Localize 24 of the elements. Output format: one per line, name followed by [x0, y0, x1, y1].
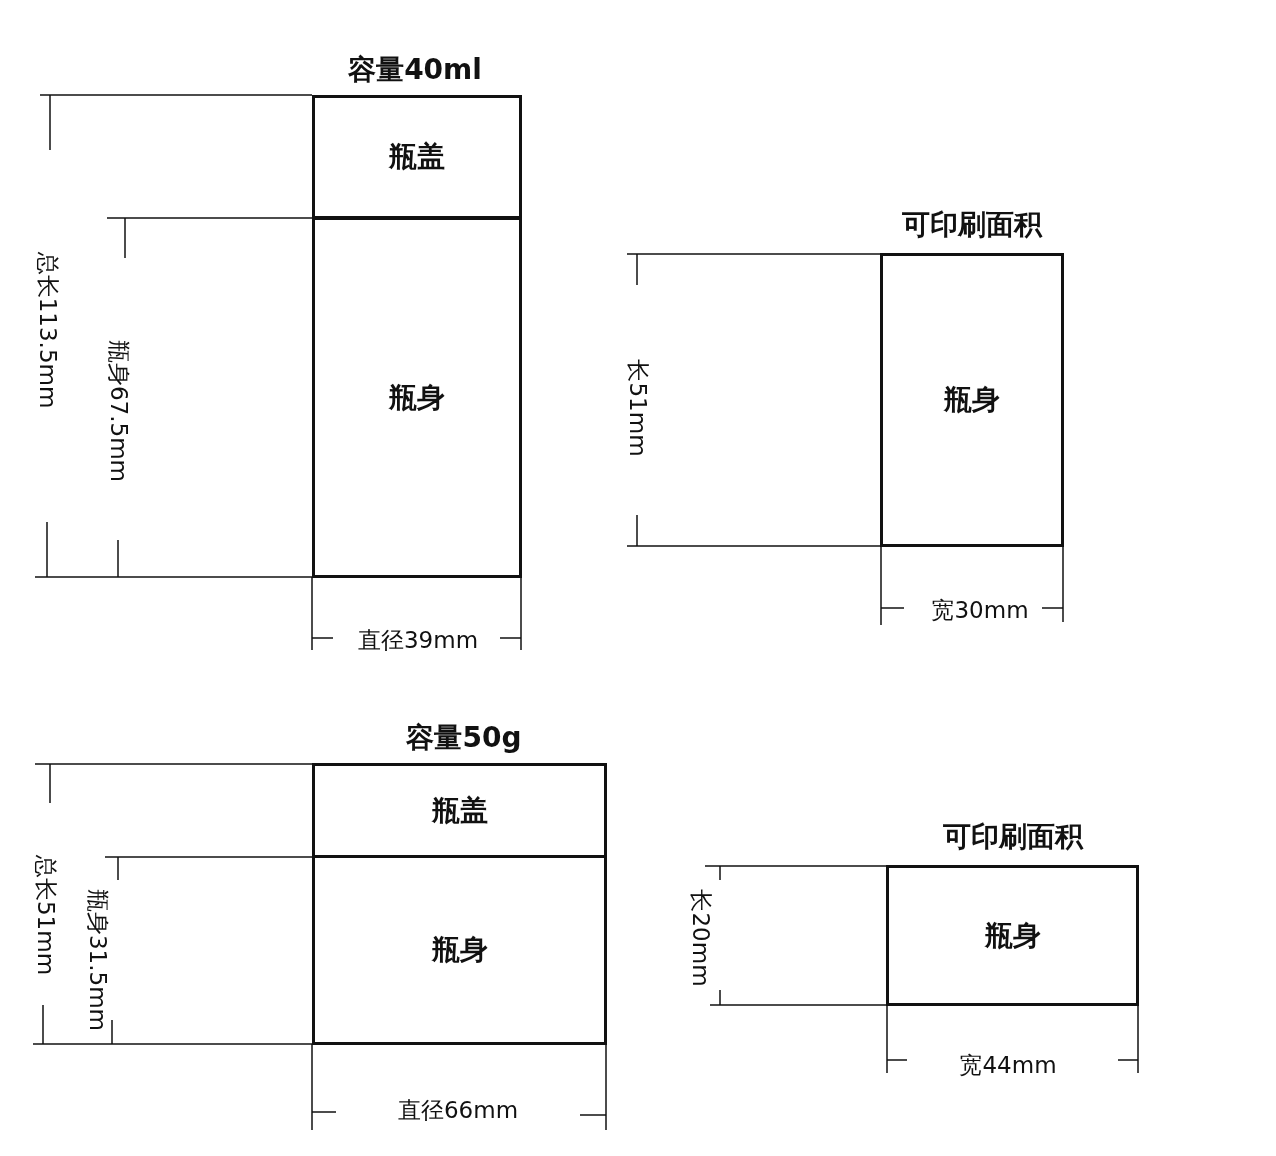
dimension-label: 直径66mm — [397, 1095, 519, 1125]
dimension-label: 宽44mm — [959, 1050, 1057, 1080]
part-label: 瓶身 — [431, 932, 488, 968]
capacity-title: 容量50g — [406, 720, 522, 756]
dimension-label: 总长113.5mm — [33, 251, 62, 409]
dimension-label: 总长51mm — [31, 854, 60, 976]
dimension-label: 长51mm — [623, 359, 652, 457]
part-label: 瓶身 — [389, 379, 445, 416]
area-heading: 可印刷面积 — [902, 207, 1042, 243]
part-label: 瓶身 — [984, 917, 1041, 954]
dimension-label: 直径39mm — [357, 625, 479, 655]
rectangle-outline — [312, 855, 607, 1045]
part-label: 瓶盖 — [431, 792, 488, 829]
dimension-label: 长20mm — [686, 889, 715, 987]
capacity-title: 容量40ml — [348, 52, 482, 88]
area-heading: 可印刷面积 — [942, 819, 1083, 855]
part-label: 瓶身 — [944, 382, 1000, 418]
rectangle-outline — [312, 95, 522, 219]
dimension-label: 宽30mm — [931, 595, 1029, 625]
dimension-label: 瓶身31.5mm — [83, 889, 112, 1031]
dimension-label: 瓶身67.5mm — [104, 340, 133, 482]
rectangle-outline — [312, 763, 607, 858]
part-label: 瓶盖 — [389, 139, 445, 175]
rectangle-outline — [312, 217, 522, 578]
